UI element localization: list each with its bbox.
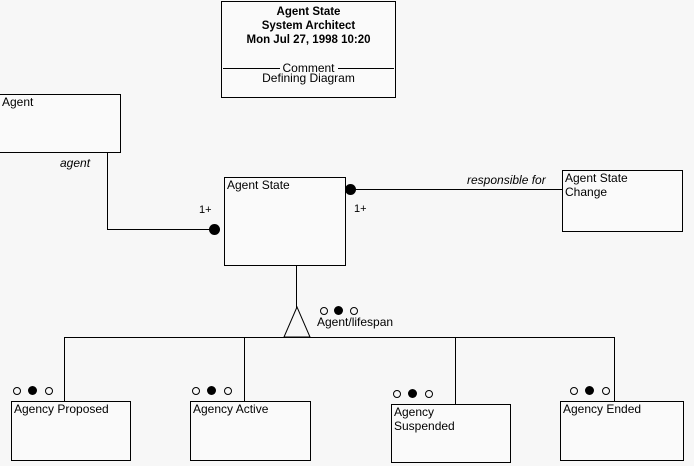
discriminator-marker-filled (334, 306, 343, 315)
class-box-agent[interactable]: Agent (0, 94, 121, 153)
discriminator-label: Agent/lifespan (317, 315, 394, 329)
comment-separator: Comment (223, 61, 395, 75)
subclass-marker-filled-suspended (408, 389, 417, 398)
subclass-marker-open-right-ended (602, 387, 610, 395)
assoc-agent-role-label: agent (60, 156, 91, 170)
assoc-agent-horizontal (107, 229, 219, 230)
assoc-agent-vertical (107, 153, 108, 229)
subclass-marker-filled-ended (585, 386, 594, 395)
subclass-marker-open-left-ended (570, 387, 578, 395)
assoc-agent-end-dot (209, 224, 220, 235)
generalization-drop-3 (455, 337, 456, 404)
class-box-agency-suspended[interactable]: Agency Suspended (391, 404, 511, 463)
assoc-agent-multiplicity: 1+ (199, 204, 212, 216)
comment-text: Defining Diagram (262, 71, 355, 85)
class-name-agent-state: Agent State (227, 178, 290, 192)
title-block: Agent State System Architect Mon Jul 27,… (221, 1, 396, 98)
class-name-agency-ended: Agency Ended (563, 402, 642, 416)
assoc-change-role-label: responsible for (467, 173, 546, 187)
subclass-marker-open-right-active (224, 387, 232, 395)
subclass-marker-filled-proposed (28, 386, 37, 395)
generalization-triangle (283, 306, 311, 338)
assoc-change-end-dot (345, 184, 356, 195)
subclass-marker-open-right-proposed (45, 387, 53, 395)
subclass-marker-open-left-suspended (393, 390, 401, 398)
comment-separator-label: Comment (282, 61, 335, 75)
title-block-line-1: Agent State (276, 6, 341, 18)
subclass-marker-filled-active (207, 386, 216, 395)
title-block-line-2: System Architect (261, 20, 356, 32)
class-name-agency-suspended: Agency Suspended (394, 405, 455, 433)
subclass-marker-open-right-suspended (425, 390, 433, 398)
class-box-agency-proposed[interactable]: Agency Proposed (11, 401, 131, 461)
class-box-agent-state-change[interactable]: Agent State Change (562, 170, 683, 232)
class-name-agent: Agent (2, 95, 34, 109)
generalization-drop-4 (614, 337, 615, 401)
generalization-drop-2 (244, 337, 245, 401)
class-box-agency-active[interactable]: Agency Active (190, 401, 311, 461)
class-name-agent-state-change: Agent State Change (565, 171, 628, 199)
discriminator-marker-open-right (350, 307, 358, 315)
subclass-marker-open-left-active (192, 387, 200, 395)
class-name-agency-active: Agency Active (193, 402, 269, 416)
title-block-line-3: Mon Jul 27, 1998 10:20 (246, 34, 371, 46)
generalization-drop-1 (64, 337, 65, 401)
comment-rule-right (337, 68, 395, 69)
comment-rule-left (223, 68, 280, 69)
assoc-change-horizontal (352, 189, 562, 190)
generalization-bus (64, 337, 615, 338)
class-box-agent-state[interactable]: Agent State (224, 177, 346, 266)
assoc-change-multiplicity: 1+ (354, 203, 367, 215)
discriminator-marker-open-left (320, 307, 328, 315)
subclass-marker-open-left-proposed (13, 387, 21, 395)
title-block-heading: Agent State System Architect Mon Jul 27,… (222, 5, 395, 47)
class-name-agency-proposed: Agency Proposed (14, 402, 109, 416)
class-box-agency-ended[interactable]: Agency Ended (560, 401, 684, 461)
generalization-stem (296, 266, 297, 309)
